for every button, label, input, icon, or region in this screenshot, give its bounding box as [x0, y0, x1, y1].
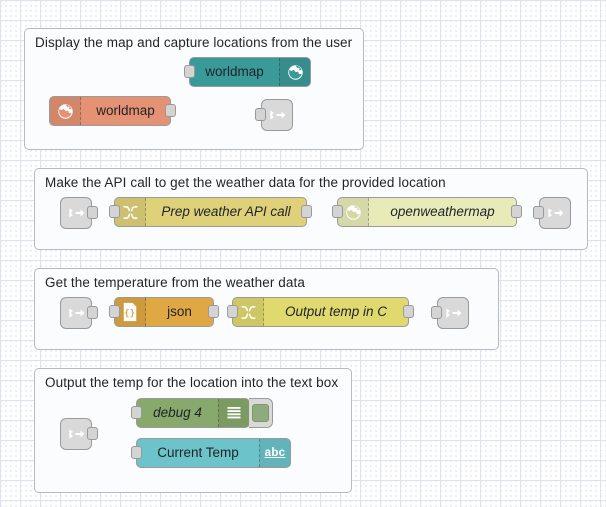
- node-link-out-2[interactable]: [533, 197, 571, 229]
- node-output-port[interactable]: [511, 205, 522, 218]
- node-output-port[interactable]: [208, 305, 219, 318]
- node-link-in-4[interactable]: [60, 418, 98, 450]
- json-braces-icon: {}: [115, 298, 146, 326]
- node-output-temp[interactable]: Output temp in C: [227, 297, 414, 327]
- debug-toggle-button[interactable]: [249, 398, 273, 428]
- abc-icon-text: abc: [264, 447, 286, 459]
- link-out-icon: [446, 308, 462, 318]
- group-label: Make the API call to get the weather dat…: [45, 175, 446, 190]
- group-display-map[interactable]: Display the map and capture locations fr…: [24, 28, 364, 150]
- node-output-port[interactable]: [165, 104, 176, 117]
- node-worldmap-out[interactable]: worldmap: [184, 57, 311, 87]
- node-label: worldmap: [205, 64, 264, 79]
- node-label: worldmap: [96, 103, 155, 118]
- link-in-icon: [69, 308, 85, 318]
- link-out-icon: [548, 208, 564, 218]
- node-json[interactable]: {} json: [109, 297, 219, 327]
- node-output-port[interactable]: [87, 206, 98, 219]
- node-debug-4[interactable]: debug 4: [131, 398, 273, 428]
- node-openweathermap[interactable]: openweathermap: [332, 197, 522, 227]
- globe-icon: [279, 58, 310, 86]
- node-label: Output temp in C: [284, 304, 388, 319]
- node-input-port[interactable]: [109, 305, 120, 318]
- node-input-port[interactable]: [131, 406, 142, 419]
- node-current-temp[interactable]: Current Temp abc: [131, 438, 291, 468]
- node-input-port[interactable]: [227, 305, 238, 318]
- node-input-port[interactable]: [431, 306, 442, 319]
- node-output-port[interactable]: [403, 305, 414, 318]
- node-label: debug 4: [153, 405, 202, 420]
- globe-icon: [338, 198, 369, 226]
- link-in-icon: [69, 429, 85, 439]
- node-input-port[interactable]: [184, 65, 195, 78]
- node-output-port[interactable]: [87, 306, 98, 319]
- node-input-port[interactable]: [255, 108, 266, 121]
- node-link-in-3[interactable]: [60, 297, 98, 329]
- group-label: Output the temp for the location into th…: [45, 375, 339, 390]
- node-worldmap-in[interactable]: worldmap: [49, 96, 176, 126]
- svg-text:{}: {}: [124, 308, 135, 319]
- group-label: Display the map and capture locations fr…: [35, 35, 353, 50]
- node-output-port[interactable]: [301, 205, 312, 218]
- node-input-port[interactable]: [533, 206, 544, 219]
- function-icon: [115, 198, 146, 226]
- link-in-icon: [69, 208, 85, 218]
- node-label: json: [167, 304, 192, 319]
- node-link-in-2[interactable]: [60, 197, 98, 229]
- node-link-out-3[interactable]: [431, 297, 469, 329]
- function-icon: [233, 298, 264, 326]
- node-label: openweathermap: [390, 204, 495, 219]
- globe-icon: [50, 97, 81, 125]
- group-label: Get the temperature from the weather dat…: [45, 275, 305, 290]
- node-input-port[interactable]: [131, 446, 142, 459]
- node-output-port[interactable]: [87, 427, 98, 440]
- node-prep-weather[interactable]: Prep weather API call: [109, 197, 312, 227]
- node-label: Prep weather API call: [161, 204, 291, 219]
- debug-lines-icon: [218, 399, 249, 427]
- link-out-icon: [270, 110, 286, 120]
- node-link-out-1[interactable]: [255, 99, 293, 131]
- node-input-port[interactable]: [109, 205, 120, 218]
- node-label: Current Temp: [157, 445, 239, 460]
- node-input-port[interactable]: [332, 205, 343, 218]
- abc-icon: abc: [259, 439, 290, 467]
- debug-toggle-indicator: [252, 404, 269, 422]
